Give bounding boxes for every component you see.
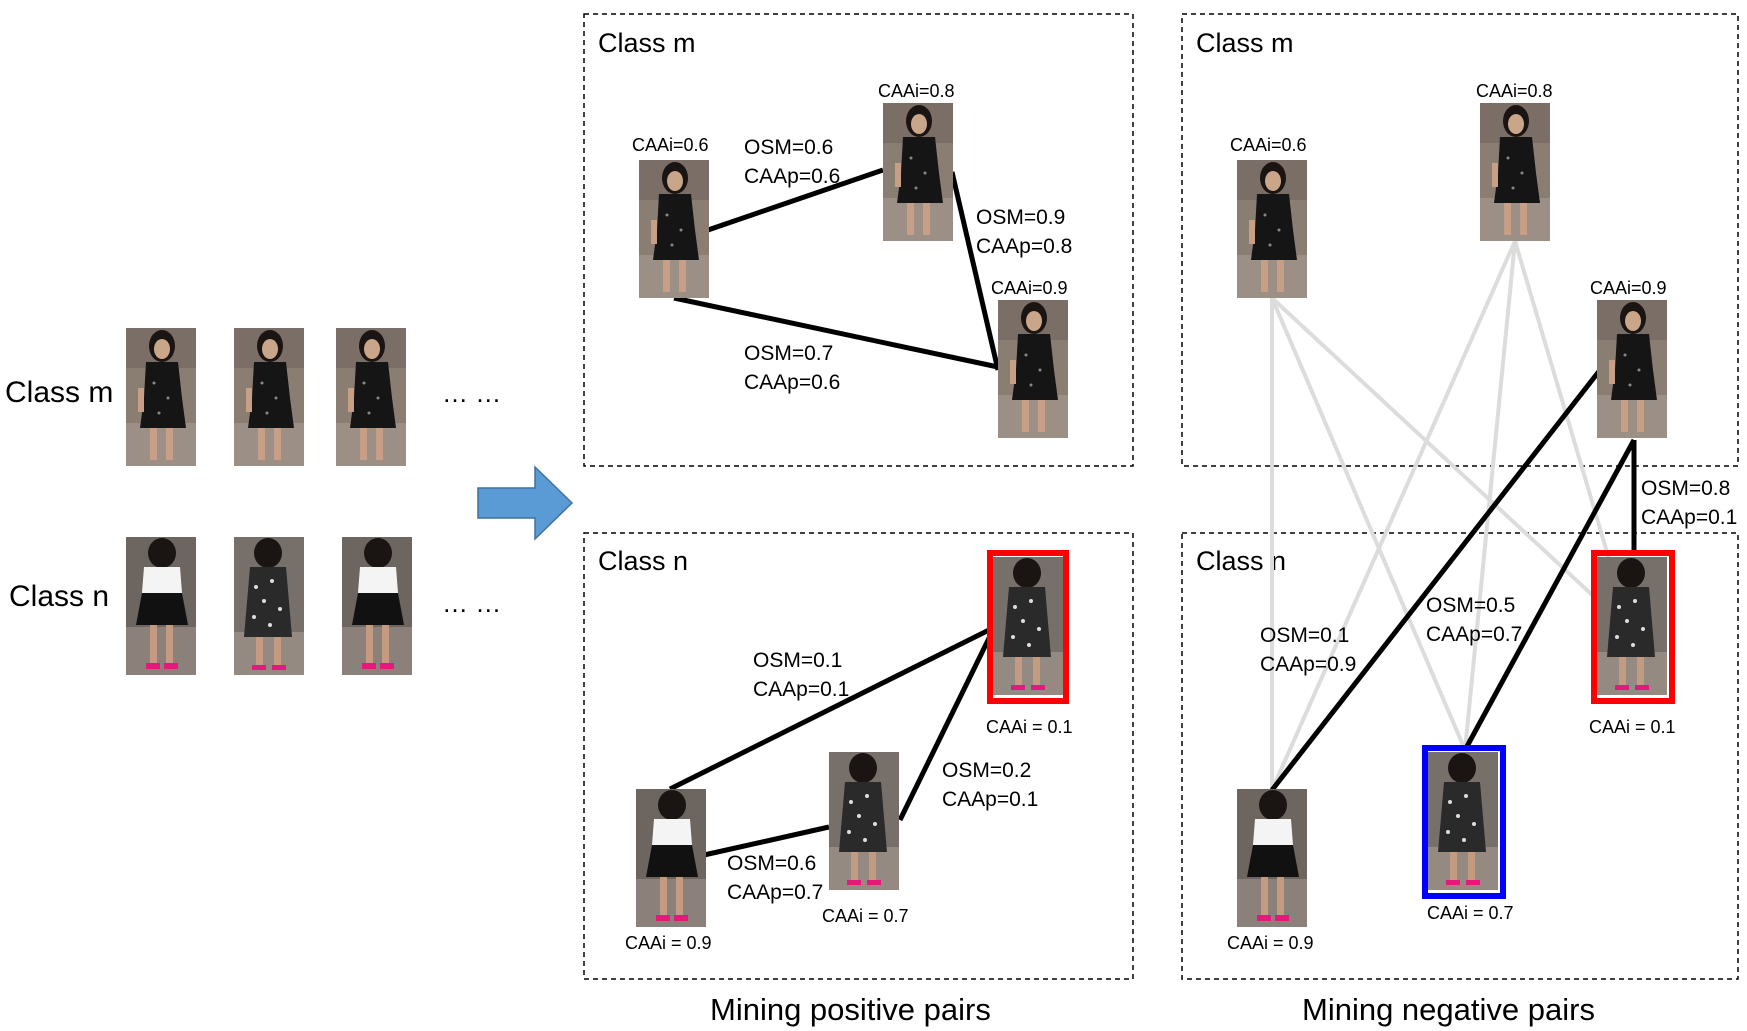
person-image <box>639 160 709 298</box>
edge-line <box>707 167 884 233</box>
positive-class-n-panel <box>583 532 1134 980</box>
person-image <box>1480 103 1550 241</box>
caap-label: CAAp=0.6 <box>744 371 840 394</box>
caap-label: CAAp=0.7 <box>727 881 823 904</box>
edge-line <box>1270 240 1517 791</box>
person-image <box>336 328 406 466</box>
right-arrow-icon <box>477 465 574 541</box>
caai-label: CAAi=0.6 <box>1230 135 1307 155</box>
left-class-n-label: Class n <box>9 580 109 613</box>
edge-line <box>1463 240 1517 751</box>
left-class-m-label: Class m <box>5 376 113 409</box>
positive-class-m-panel <box>583 13 1134 467</box>
caap-label: CAAp=0.1 <box>1641 506 1737 529</box>
person-image <box>1237 789 1307 927</box>
person-image <box>1237 160 1307 298</box>
osm-label: OSM=0.7 <box>744 342 833 365</box>
person-image <box>1428 752 1498 890</box>
person-image <box>126 328 196 466</box>
edge-line <box>1270 297 1467 751</box>
person-image <box>342 537 412 675</box>
osm-label: OSM=0.1 <box>1260 624 1349 647</box>
edge-line <box>703 824 830 858</box>
caap-label: CAAp=0.7 <box>1426 623 1522 646</box>
person-image <box>883 103 953 241</box>
caai-label: CAAi = 0.7 <box>1427 903 1514 923</box>
caai-label: CAAi = 0.1 <box>986 717 1073 737</box>
edge-line <box>1270 368 1602 792</box>
positive-class-m-title: Class m <box>598 28 696 58</box>
edge-line <box>1462 438 1637 752</box>
caai-label: CAAi = 0.9 <box>625 933 712 953</box>
negative-class-m-title: Class m <box>1196 28 1294 58</box>
caai-label: CAAi=0.9 <box>991 278 1068 298</box>
person-image <box>234 537 304 675</box>
edge-line <box>897 628 996 822</box>
person-image <box>126 537 196 675</box>
osm-label: OSM=0.5 <box>1426 594 1515 617</box>
person-image <box>1597 557 1667 695</box>
negative-class-n-panel <box>1181 532 1739 980</box>
osm-label: OSM=0.8 <box>1641 477 1730 500</box>
hard-negative-highlight <box>987 550 1069 704</box>
caai-label: CAAi = 0.7 <box>822 906 909 926</box>
caap-label: CAAp=0.1 <box>753 678 849 701</box>
person-image <box>998 300 1068 438</box>
edge-line <box>673 295 999 370</box>
person-image <box>234 328 304 466</box>
osm-label: OSM=0.6 <box>744 136 833 159</box>
person-image <box>993 557 1063 695</box>
hard-negative-highlight <box>1591 550 1675 704</box>
osm-label: OSM=0.2 <box>942 759 1031 782</box>
caption-negative: Mining negative pairs <box>1302 992 1595 1027</box>
edge-line <box>1270 296 1632 632</box>
caai-label: CAAi = 0.9 <box>1227 933 1314 953</box>
edge-line <box>668 625 995 792</box>
caai-label: CAAi=0.8 <box>1476 81 1553 101</box>
caai-label: CAAi=0.8 <box>878 81 955 101</box>
person-image <box>1597 300 1667 438</box>
osm-label: OSM=0.6 <box>727 852 816 875</box>
person-image <box>829 752 899 890</box>
caai-label: CAAi=0.6 <box>632 135 709 155</box>
ellipsis-class-n: … … <box>442 588 501 618</box>
hard-negative-highlight <box>1422 745 1506 899</box>
caai-label: CAAi=0.9 <box>1590 278 1667 298</box>
caap-label: CAAp=0.9 <box>1260 653 1356 676</box>
edge-line <box>949 171 1001 371</box>
ellipsis-class-m: … … <box>442 378 501 408</box>
osm-label: OSM=0.9 <box>976 206 1065 229</box>
positive-class-n-title: Class n <box>598 546 688 576</box>
caap-label: CAAp=0.6 <box>744 165 840 188</box>
caai-label: CAAi = 0.1 <box>1589 717 1676 737</box>
caap-label: CAAp=0.1 <box>942 788 1038 811</box>
person-image <box>636 789 706 927</box>
osm-label: OSM=0.1 <box>753 649 842 672</box>
caap-label: CAAp=0.8 <box>976 235 1072 258</box>
caption-positive: Mining positive pairs <box>710 992 991 1027</box>
